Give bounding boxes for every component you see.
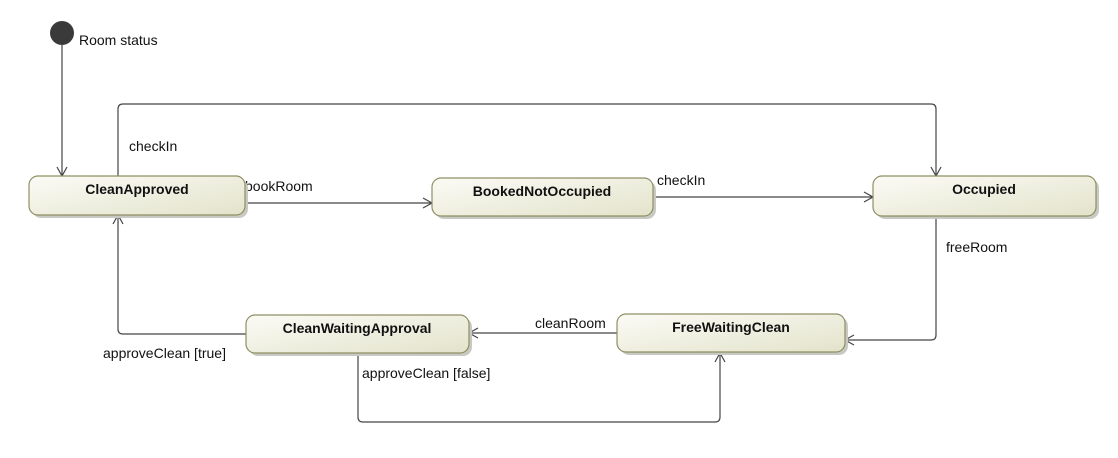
transition-checkin[interactable] bbox=[653, 191, 875, 203]
transition-checkin-top[interactable] bbox=[117, 103, 942, 178]
transition-label-free-room: freeRoom bbox=[946, 239, 1007, 255]
state-clean-approved[interactable]: CleanApproved bbox=[28, 175, 248, 218]
state-booked-not-occupied[interactable]: BookedNotOccupied bbox=[431, 177, 656, 219]
transition-label-checkin-top: checkIn bbox=[129, 138, 177, 154]
state-label-booked-not-occupied: BookedNotOccupied bbox=[473, 183, 611, 199]
transition-book-room[interactable] bbox=[245, 197, 434, 209]
transition-approve-clean-true[interactable] bbox=[112, 213, 246, 335]
state-label-clean-approved: CleanApproved bbox=[85, 181, 188, 197]
state-label-clean-waiting-approval: CleanWaitingApproval bbox=[283, 320, 432, 336]
transition-approve-clean-false[interactable] bbox=[357, 351, 726, 423]
transition-label-clean-room: cleanRoom bbox=[535, 315, 606, 331]
state-label-occupied: Occupied bbox=[952, 181, 1016, 197]
state-occupied[interactable]: Occupied bbox=[872, 175, 1099, 219]
state-free-waiting-clean[interactable]: FreeWaitingClean bbox=[616, 313, 848, 355]
initial-node-label: Room status bbox=[79, 32, 158, 48]
state-clean-waiting-approval[interactable]: CleanWaitingApproval bbox=[245, 314, 472, 356]
state-label-free-waiting-clean: FreeWaitingClean bbox=[672, 319, 790, 335]
initial-node[interactable] bbox=[50, 21, 74, 45]
transition-label-approve-clean-false: approveClean [false] bbox=[362, 365, 490, 381]
transition-label-approve-clean-true: approveClean [true] bbox=[103, 345, 226, 361]
transition-label-book-room: bookRoom bbox=[245, 178, 313, 194]
transition-initial[interactable] bbox=[56, 45, 68, 178]
transition-label-checkin: checkIn bbox=[657, 172, 705, 188]
transition-free-room[interactable] bbox=[843, 216, 937, 346]
